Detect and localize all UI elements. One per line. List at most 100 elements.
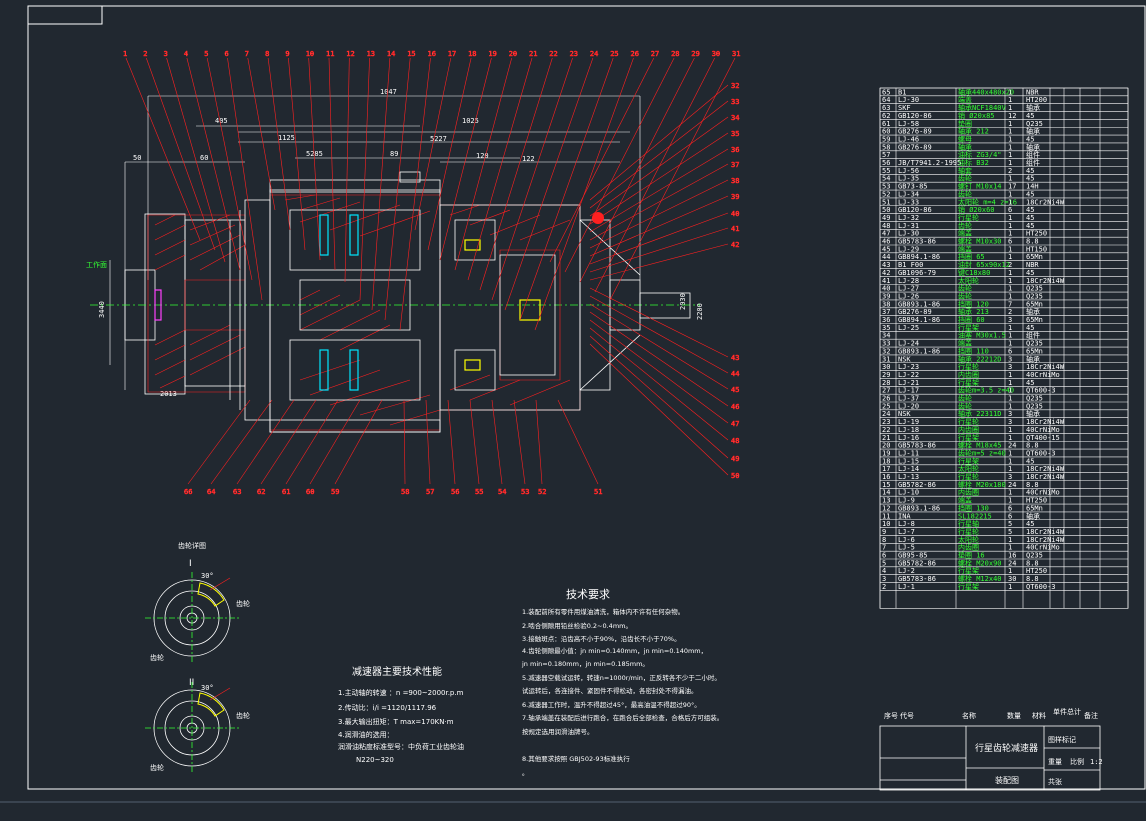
bom-cell: 1 <box>1008 143 1012 151</box>
callout-number: 60 <box>306 488 314 496</box>
callout-leader <box>589 84 729 201</box>
bom-header-1: 代号 <box>900 711 914 720</box>
callout-number: 34 <box>731 114 739 122</box>
bom-cell: 1 <box>1008 104 1012 112</box>
callout-number: 45 <box>731 386 739 394</box>
bom-cell: 16 <box>1008 552 1016 560</box>
bom-cell: GB95-85 <box>898 552 928 560</box>
bom-cell: HT200 <box>1026 96 1047 104</box>
bom-cell: LJ-11 <box>898 449 919 457</box>
bom-cell: 内齿圈 <box>958 488 979 497</box>
bom-cell: LJ-31 <box>898 222 919 230</box>
bom-cell: LJ-22 <box>898 371 919 379</box>
bom-cell: Q235 <box>1026 395 1043 403</box>
dim-3: 1125 <box>278 134 295 142</box>
bom-cell: 18Cr2Ni4W <box>1026 363 1065 371</box>
bom-cell: LJ-14 <box>898 465 919 473</box>
bom-cell: 齿轮 <box>958 174 972 183</box>
bom-cell: 36 <box>882 316 890 324</box>
bom-cell: 1 <box>1008 371 1012 379</box>
bom-cell: Q235 <box>1026 292 1043 300</box>
bom-cell: 1 <box>1008 465 1012 473</box>
bom-cell: LJ-1 <box>898 583 915 591</box>
callout-number: 57 <box>426 488 434 496</box>
bom-cell: 12 <box>1008 112 1016 120</box>
bom-cell: LJ-23 <box>898 363 919 371</box>
bom-cell: 18 <box>882 457 890 465</box>
callout-number: 12 <box>346 50 354 58</box>
bom-cell: 1 <box>1008 120 1012 128</box>
bom-cell: 1 <box>1008 159 1012 167</box>
callout-number: 40 <box>731 210 739 218</box>
bom-header-5: 单件 <box>1053 707 1067 716</box>
callout-leader <box>399 57 431 331</box>
callout-number: 56 <box>451 488 459 496</box>
bom-cell: 38 <box>882 300 890 308</box>
bom-cell: 29 <box>882 371 890 379</box>
callout-number: 35 <box>731 130 739 138</box>
bom-header-2: 名称 <box>962 711 976 720</box>
bom-cell: 63 <box>882 104 890 112</box>
bom-cell: 45 <box>1026 324 1034 332</box>
bom-cell: 油标 B32 <box>958 158 989 167</box>
bom-cell: 22 <box>882 426 890 434</box>
callout-leader <box>206 57 253 281</box>
bom-cell: 45 <box>1026 112 1034 120</box>
bom-cell: 1 <box>1008 583 1012 591</box>
bom-cell: 65 <box>882 88 890 96</box>
bom-cell: 19 <box>882 449 890 457</box>
bom-cell: 太阳轮 <box>958 464 979 473</box>
bom-cell: GB893.1-86 <box>898 347 940 355</box>
bom-cell: GB5783-86 <box>898 575 936 583</box>
bom-cell: 行星架 <box>958 433 979 442</box>
bom-cell: 轴承 <box>1026 409 1040 418</box>
bom-cell: 45 <box>1026 379 1034 387</box>
bom-cell: 18Cr2Ni4W <box>1026 418 1065 426</box>
bom-cell: 42 <box>882 269 890 277</box>
bom-cell: 45 <box>1026 206 1034 214</box>
bom-cell: 45 <box>1026 135 1034 143</box>
spec-title: 减速器主要技术性能 <box>352 665 442 678</box>
bom-cell: 行星轮 <box>958 527 979 536</box>
callout-leader <box>236 399 295 485</box>
bom-cell: 端盖 <box>958 496 972 505</box>
bom-cell: 48 <box>882 222 890 230</box>
callout-number: 5 <box>204 50 208 58</box>
bom-header-4: 材料 <box>1032 711 1046 720</box>
callout-leader <box>589 227 729 273</box>
detail-views: 齿轮详图 I II 30° 30° 齿轮 齿轮 齿轮 齿轮 <box>145 541 250 774</box>
bom-cell: 油封 65x90x12 <box>958 260 1010 269</box>
bom-cell: 18Cr2Ni4W <box>1026 473 1065 481</box>
bom-cell: 齿轮 <box>958 221 972 230</box>
bom-cell: LJ-16 <box>898 434 919 442</box>
callout-number: 9 <box>285 50 289 58</box>
bom-cell: 1 <box>1008 88 1012 96</box>
bom-cell: 60 <box>882 128 890 136</box>
bom-cell: NSK <box>898 410 911 418</box>
tech-line-7: 试运转后，各连接件、紧固件不得松动，各密封处不得漏油。 <box>522 686 698 695</box>
tech-requirements: 技术要求 1.装配前所有零件用煤油清洗，箱体内不许有任何杂物。 2.啮合侧隙用铅… <box>521 588 723 777</box>
bom-cell: 5 <box>1008 528 1012 536</box>
bom-cell: 20 <box>882 442 890 450</box>
callout-leader <box>589 100 729 209</box>
spec-line-2: 2.传动比：i/i =1120/1117.96 <box>338 703 437 712</box>
bom-cell: 28 <box>882 379 890 387</box>
bom-cell: 7 <box>882 544 886 552</box>
bom-cell: 40CrNiMo <box>1026 426 1060 434</box>
callout-leader <box>384 57 411 321</box>
dim-2: 1025 <box>462 117 479 125</box>
bom-cell: QT600-3 <box>1026 387 1056 395</box>
callout-leader <box>227 57 263 301</box>
bom-cell: 1 <box>1008 402 1012 410</box>
callout-leader <box>186 57 241 271</box>
